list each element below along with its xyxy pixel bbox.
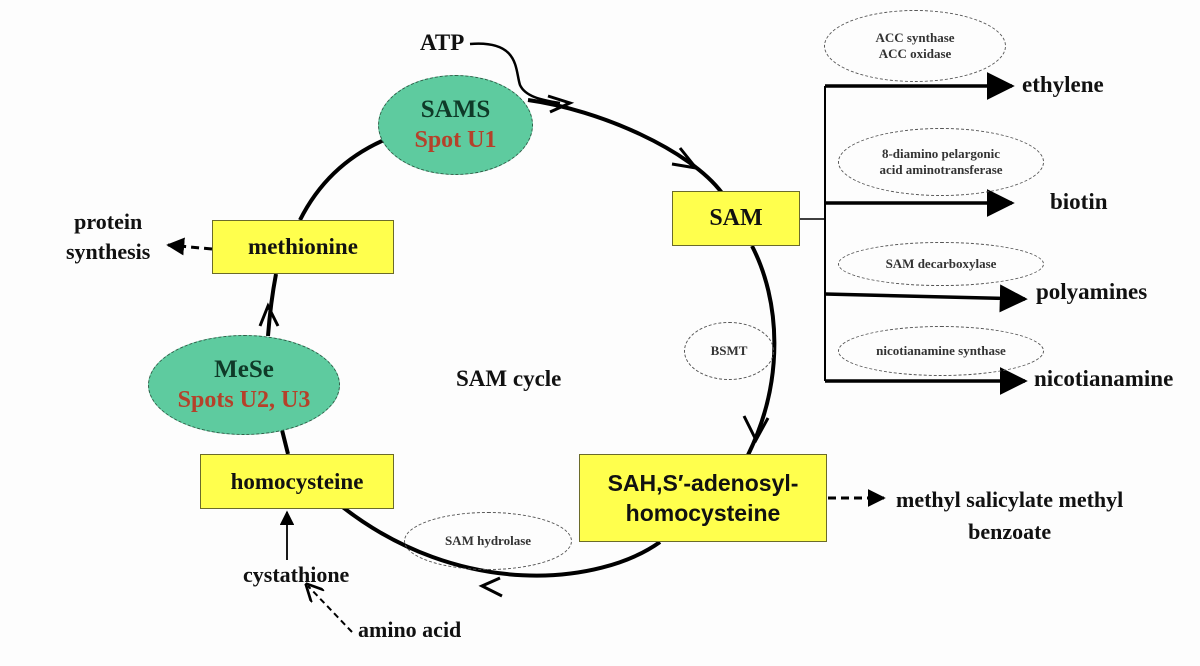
cycle-arc-mese-to-methionine [266, 273, 278, 337]
cycle-arc-sams-to-sam [527, 98, 724, 195]
sah-node: SAH,S′-adenosyl- homocysteine [579, 454, 827, 542]
sam-node: SAM [672, 191, 800, 246]
mese-label: MeSe [214, 356, 274, 383]
sams-enzyme-node: SAMS Spot U1 [378, 75, 533, 175]
protein-synthesis-label: protein synthesis [66, 207, 150, 267]
acc-enzymes: ACC synthase ACC oxidase [824, 10, 1006, 82]
methyl-benzoate-line: benzoate [968, 519, 1052, 544]
acc-synthase-label: ACC synthase [875, 30, 955, 45]
dapa-line2: acid aminotransferase [879, 162, 1003, 177]
protein-synthesis-line2: synthesis [66, 239, 151, 264]
sams-spot-label: Spot U1 [414, 127, 497, 153]
arrow-head-2 [671, 147, 700, 171]
cystathione-label: cystathione [243, 562, 350, 587]
dapa-aminotransferase-enzyme: 8-diamino pelargonic acid aminotransfera… [838, 128, 1044, 196]
sam-cycle-center-label: SAM cycle [456, 366, 562, 391]
arrow-head-4 [478, 576, 503, 598]
methyl-salicylate-line: methyl salicylate methyl [896, 487, 1124, 512]
branch-polyamines [824, 284, 1028, 313]
atp-label: ATP [420, 30, 465, 55]
cycle-arc-sam-to-sah [746, 245, 777, 456]
sam-decarboxylase-enzyme: SAM decarboxylase [838, 242, 1044, 286]
biotin-product: biotin [1050, 189, 1108, 214]
methyl-products-label: methyl salicylate methyl benzoate [896, 484, 1123, 548]
methionine-node: methionine [212, 220, 394, 274]
cycle-arc-methionine-to-sams [298, 138, 385, 221]
cycle-arc-sah-to-homocysteine [338, 503, 662, 578]
mese-spot-label: Spots U2, U3 [177, 387, 311, 413]
cycle-arc-homocysteine-to-mese [280, 429, 290, 455]
sah-label-line1: SAH,S′-adenosyl- [607, 470, 799, 496]
ethylene-product: ethylene [1022, 72, 1104, 97]
nicotianamine-product: nicotianamine [1034, 366, 1174, 391]
amino-acid-label: amino acid [358, 617, 462, 642]
polyamines-product: polyamines [1036, 279, 1148, 304]
protein-synthesis-line1: protein [74, 209, 143, 234]
acc-oxidase-label: ACC oxidase [878, 46, 952, 61]
arrow-head-1 [547, 94, 575, 114]
methionine-to-protein-arrow [166, 237, 213, 256]
homocysteine-node: homocysteine [200, 454, 394, 509]
amino-acid-to-cystathione-arrow [308, 586, 353, 633]
atp-input-arrow [469, 42, 561, 105]
sam-hydrolase-enzyme: SAM hydrolase [404, 512, 572, 570]
sams-label: SAMS [420, 96, 491, 123]
mese-enzyme-node: MeSe Spots U2, U3 [148, 335, 340, 435]
nicotianamine-synthase-enzyme: nicotianamine synthase [838, 326, 1044, 376]
sah-label-line2: homocysteine [625, 500, 781, 526]
bsmt-enzyme: BSMT [684, 322, 774, 380]
arrow-head-3 [742, 415, 770, 444]
dapa-line1: 8-diamino pelargonic [881, 146, 1001, 161]
arrow-head-5 [258, 302, 280, 327]
